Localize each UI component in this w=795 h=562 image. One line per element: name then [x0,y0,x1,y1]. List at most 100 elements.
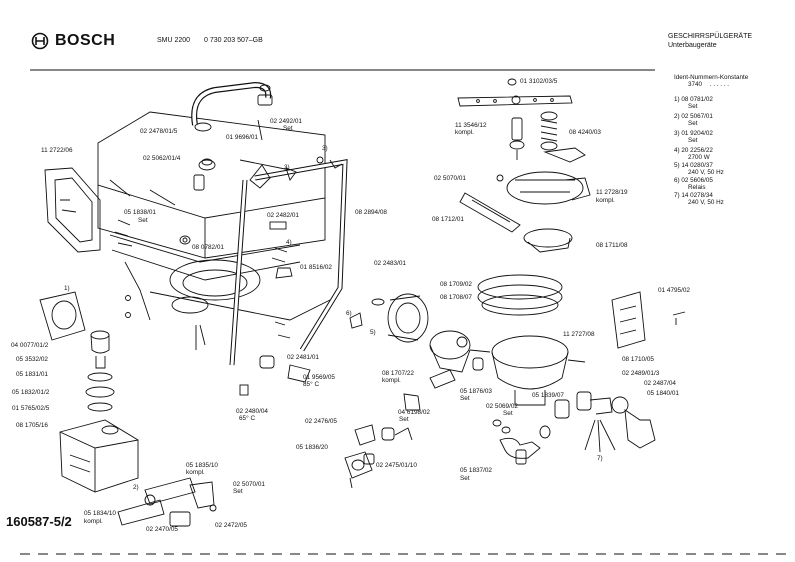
part-label: 02 2478/01/5 [140,128,178,135]
legend-line: 6) 02 5606/05 [674,177,713,184]
pump-housing [429,330,471,373]
screw-part [271,247,288,263]
ring-part [179,235,191,245]
part-label: 02 2481/01 [287,354,319,361]
sump-ring [477,274,563,316]
hose-part [469,349,491,353]
part-label: 08 1707/22 [382,370,414,377]
part-label: kompl. [84,518,103,525]
part-label: 85° C [303,381,320,388]
spray-arm [457,95,573,107]
part-label: 11 3546/12 [455,122,487,129]
category-title: GESCHIRRSPÜLGERÄTE [668,33,753,40]
sump-housing [491,335,586,406]
part-label: 02 2492/01 [270,118,302,125]
part-label: 05 1836/20 [296,444,328,451]
part-label: 05 1834/10 [84,510,116,517]
brand-name: BOSCH [55,32,116,49]
screw-part [672,311,686,325]
part-label: 08 1710/05 [622,356,654,363]
part-label: 6) [346,310,352,317]
part-label: 05 1832/01/2 [12,389,50,396]
circulation-pump-motor [387,293,429,343]
clip-part [472,357,484,371]
legend-constant: 3740 [688,81,703,88]
part-label: 02 2482/01 [267,212,299,219]
part-label: 11 2722/06 [41,147,73,154]
filter-disc [506,171,591,205]
part-label: 02 2475/01/10 [376,462,417,469]
part-label: 05 1831/01 [16,371,48,378]
door-hinge-part [44,167,101,253]
part-label: 02 5062/01/4 [143,155,181,162]
nut-part [371,298,385,306]
bracket-part [249,119,271,189]
part-label: 2) [133,484,139,491]
legend-title: Ident-Nummern-Konstante [674,74,749,81]
part-label: kompl. [186,469,205,476]
part-label: 02 2483/01 [374,260,406,267]
legend-line: 4) 20 2256/22 [674,147,713,154]
part-label: 02 5070/01 [434,175,466,182]
part-label: 01 3102/03/5 [520,78,558,85]
part-label: 08 1712/01 [432,216,464,223]
water-softener [59,419,139,493]
part-label: 01 4795/02 [658,287,690,294]
inlet-valve [144,477,215,509]
lower-spray-arm [459,192,521,233]
part-label: 04 0077/01/2 [11,342,49,349]
ring-part [87,402,113,412]
part-label: 3) [284,164,290,171]
part-label: 08 4240/03 [569,129,601,136]
part-label: 08 0782/01 [192,244,224,251]
part-label: 02 2487/04 [644,380,676,387]
clip-part [285,167,297,181]
seal-cover [39,291,86,341]
thermostat-part [287,364,311,383]
clip-part [354,424,376,446]
part-label: Set [460,395,470,402]
sleeve-part [394,427,413,441]
drain-hose-parts [554,391,656,449]
part-label: 01 5765/02/5 [12,405,50,412]
ident-legend: Ident-Nummern-Konstante 3740 . . . . . .… [674,74,792,206]
part-label: 11 2727/08 [563,331,595,338]
gasket [198,159,216,171]
legend-line: 2) 02 5067/01 [674,113,713,120]
part-label: 02 2489/01/3 [622,370,660,377]
part-label: 05 1838/01 [124,209,156,216]
relay-part [349,312,363,329]
part-label: 05 1876/03 [460,388,492,395]
screw-part [114,219,133,247]
part-label: 5) [370,329,376,336]
part-label: 02 2476/05 [305,418,337,425]
part-label: 02 5069/02 [486,403,518,410]
valve-part [193,174,205,191]
nut-part [507,78,517,86]
screw-part [274,321,291,339]
part-label: 08 1709/02 [440,281,472,288]
part-label: 08 1705/16 [16,422,48,429]
thermostat-part [259,355,275,369]
part-label: 08 1708/07 [440,294,472,301]
legend-line: Set [688,137,698,144]
salt-cap [90,330,110,369]
screw-part [496,174,504,182]
part-reference: 0 730 203 507–GB [204,37,263,44]
frame-tube [229,158,348,366]
bosch-logo-icon [31,32,49,50]
part-label: Set [399,416,409,423]
filter-spring [540,111,586,163]
part-label: Set [503,410,513,417]
part-label: 65° C [239,415,256,422]
part-label: 05 3532/02 [16,356,48,363]
legend-line: 7) 14 0278/34 [674,192,713,199]
part-label: kompl. [596,197,615,204]
legend-line: 2700 W [688,154,710,161]
hose-clamps [492,419,551,465]
part-label: 02 5070/01 [233,481,265,488]
seal-ring [194,122,212,132]
part-label: 05 1839/07 [532,392,564,399]
legend-line: Set [688,103,698,110]
